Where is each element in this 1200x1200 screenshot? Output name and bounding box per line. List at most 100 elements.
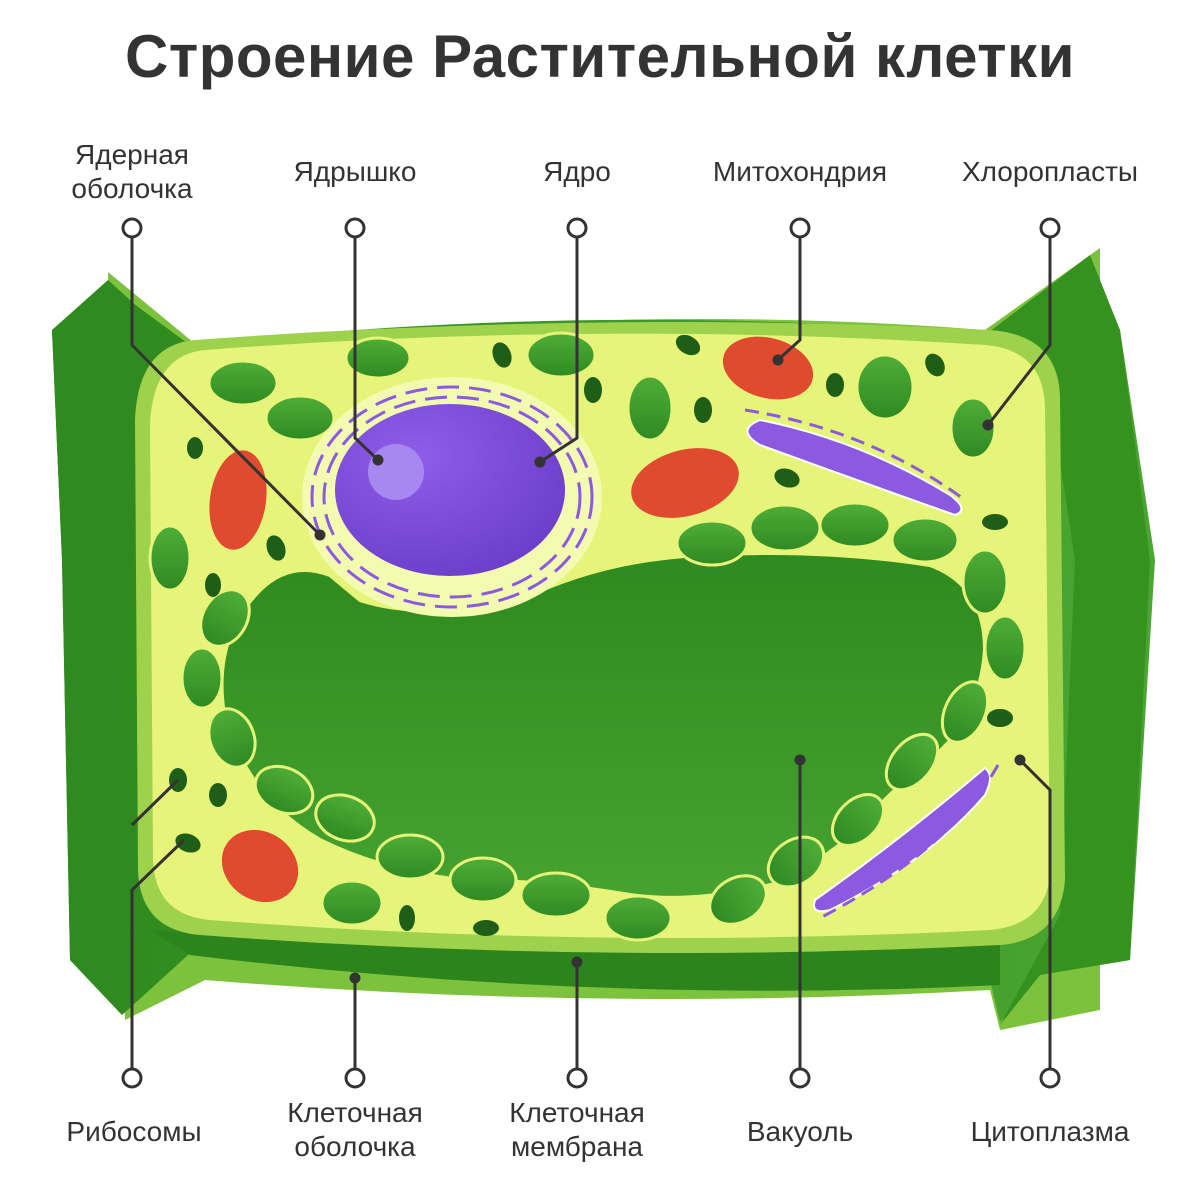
vacuole — [219, 550, 988, 900]
chloroplast — [831, 793, 885, 847]
leader-mitochondrion — [776, 228, 802, 362]
er-rod-upper-outline — [744, 408, 966, 502]
ribosome — [399, 905, 415, 931]
chloroplast — [448, 856, 518, 904]
label-mitochondrion: Митохондрия — [712, 156, 888, 187]
leader-nucleolus — [353, 228, 380, 462]
leader-nucleolus-dot — [344, 217, 366, 239]
mitochondrion — [209, 450, 267, 550]
chloroplast-group — [148, 331, 1027, 942]
label-nuclear-envelope-line2: оболочка — [71, 173, 193, 204]
nuclear-envelope-inner — [322, 395, 582, 599]
chloroplast — [207, 359, 279, 407]
mitochondrion — [221, 829, 299, 903]
chloroplast — [818, 501, 892, 549]
leader-nuclear-envelope-end — [314, 529, 326, 541]
chloroplast — [983, 614, 1027, 682]
mitochondrion — [631, 448, 739, 518]
leader-vacuole-dot — [789, 1067, 811, 1089]
leader-cytoplasm — [1018, 758, 1052, 1078]
nucleus — [335, 404, 565, 576]
label-cell-wall: Клеточная оболочка — [287, 1096, 423, 1164]
chloroplast — [375, 833, 445, 881]
label-nucleus: Ядро — [543, 156, 611, 187]
label-cell-membrane-line1: Клеточная — [509, 1097, 645, 1128]
er-rod-upper — [746, 418, 963, 517]
label-cytoplasm: Цитоплазма — [970, 1116, 1130, 1147]
chloroplast — [855, 353, 915, 421]
leader-ribosomes-dot — [121, 1067, 143, 1089]
ribosome — [492, 342, 512, 368]
chloroplast — [264, 394, 336, 442]
ribosome — [925, 353, 945, 377]
label-cell-wall-line2: оболочка — [294, 1131, 416, 1162]
ribosome — [473, 920, 499, 936]
leader-chloroplasts-end — [982, 419, 994, 431]
ribosome — [584, 377, 602, 403]
chloroplast — [675, 519, 749, 567]
cell-wall-left-flap — [52, 280, 185, 1015]
chloroplast — [940, 680, 990, 744]
leader-chloroplasts — [986, 228, 1052, 426]
nucleolus — [368, 444, 424, 500]
chloroplast — [180, 646, 224, 710]
ribosome — [266, 535, 286, 561]
chloroplast — [207, 707, 257, 769]
chloroplast — [748, 503, 822, 553]
leader-cytoplasm-dot — [1039, 1067, 1061, 1089]
ribosome — [982, 514, 1008, 530]
leader-lines — [121, 217, 1061, 1089]
leader-chloroplasts-dot — [1039, 217, 1061, 239]
leader-ribosomes-upper — [130, 778, 180, 827]
chloroplast — [884, 732, 940, 792]
leader-cell-wall-dot — [344, 1067, 366, 1089]
leader-nuclear-envelope-dot — [121, 217, 143, 239]
ribosome — [826, 373, 844, 397]
chloroplast — [961, 548, 1009, 616]
chloroplast — [525, 331, 597, 379]
ribosome — [987, 709, 1013, 727]
chloroplast — [253, 764, 315, 816]
chloroplast — [766, 835, 826, 889]
label-cell-wall-line1: Клеточная — [287, 1097, 423, 1128]
er-rod-lower — [813, 766, 991, 913]
chloroplast — [708, 874, 768, 926]
ribosome — [774, 468, 800, 488]
leader-nucleolus-end — [372, 454, 384, 466]
diagram-title: Строение Растительной клетки — [125, 23, 1075, 90]
leader-cytoplasm-end — [1014, 754, 1026, 766]
label-cell-membrane: Клеточная мембрана — [509, 1096, 645, 1164]
mitochondria-group — [209, 336, 814, 903]
mitochondrion — [722, 336, 814, 400]
ribosome — [205, 573, 221, 597]
chloroplast — [320, 879, 384, 927]
ribosome — [175, 833, 201, 853]
chloroplast — [890, 516, 960, 564]
leader-cell-membrane-dot — [566, 1067, 588, 1089]
leader-vacuole-end — [794, 754, 806, 766]
leader-cell-membrane-end — [571, 956, 583, 968]
leader-mitochondrion-dot — [789, 217, 811, 239]
leader-cell-wall-end — [349, 972, 361, 984]
chloroplast — [626, 374, 674, 442]
chloroplast — [344, 336, 412, 380]
label-nucleolus: Ядрышко — [293, 156, 417, 187]
nuclear-envelope-outer — [310, 385, 594, 609]
chloroplast — [148, 524, 192, 592]
nucleus-region — [302, 377, 602, 617]
leader-nucleus — [539, 228, 579, 464]
leader-nuclear-envelope — [130, 228, 322, 537]
chloroplast — [949, 396, 997, 460]
ribosome — [209, 783, 227, 807]
label-cell-membrane-line2: мембрана — [511, 1131, 643, 1162]
ribosome — [187, 437, 203, 459]
label-vacuole: Вакуоль — [746, 1116, 854, 1147]
label-ribosomes: Рибосомы — [66, 1116, 202, 1147]
leader-nucleus-dot — [566, 217, 588, 239]
ribosome — [694, 397, 712, 423]
leader-nucleus-end — [534, 456, 546, 468]
label-chloroplasts: Хлоропласты — [961, 156, 1139, 187]
leader-mitochondrion-end — [772, 354, 784, 366]
